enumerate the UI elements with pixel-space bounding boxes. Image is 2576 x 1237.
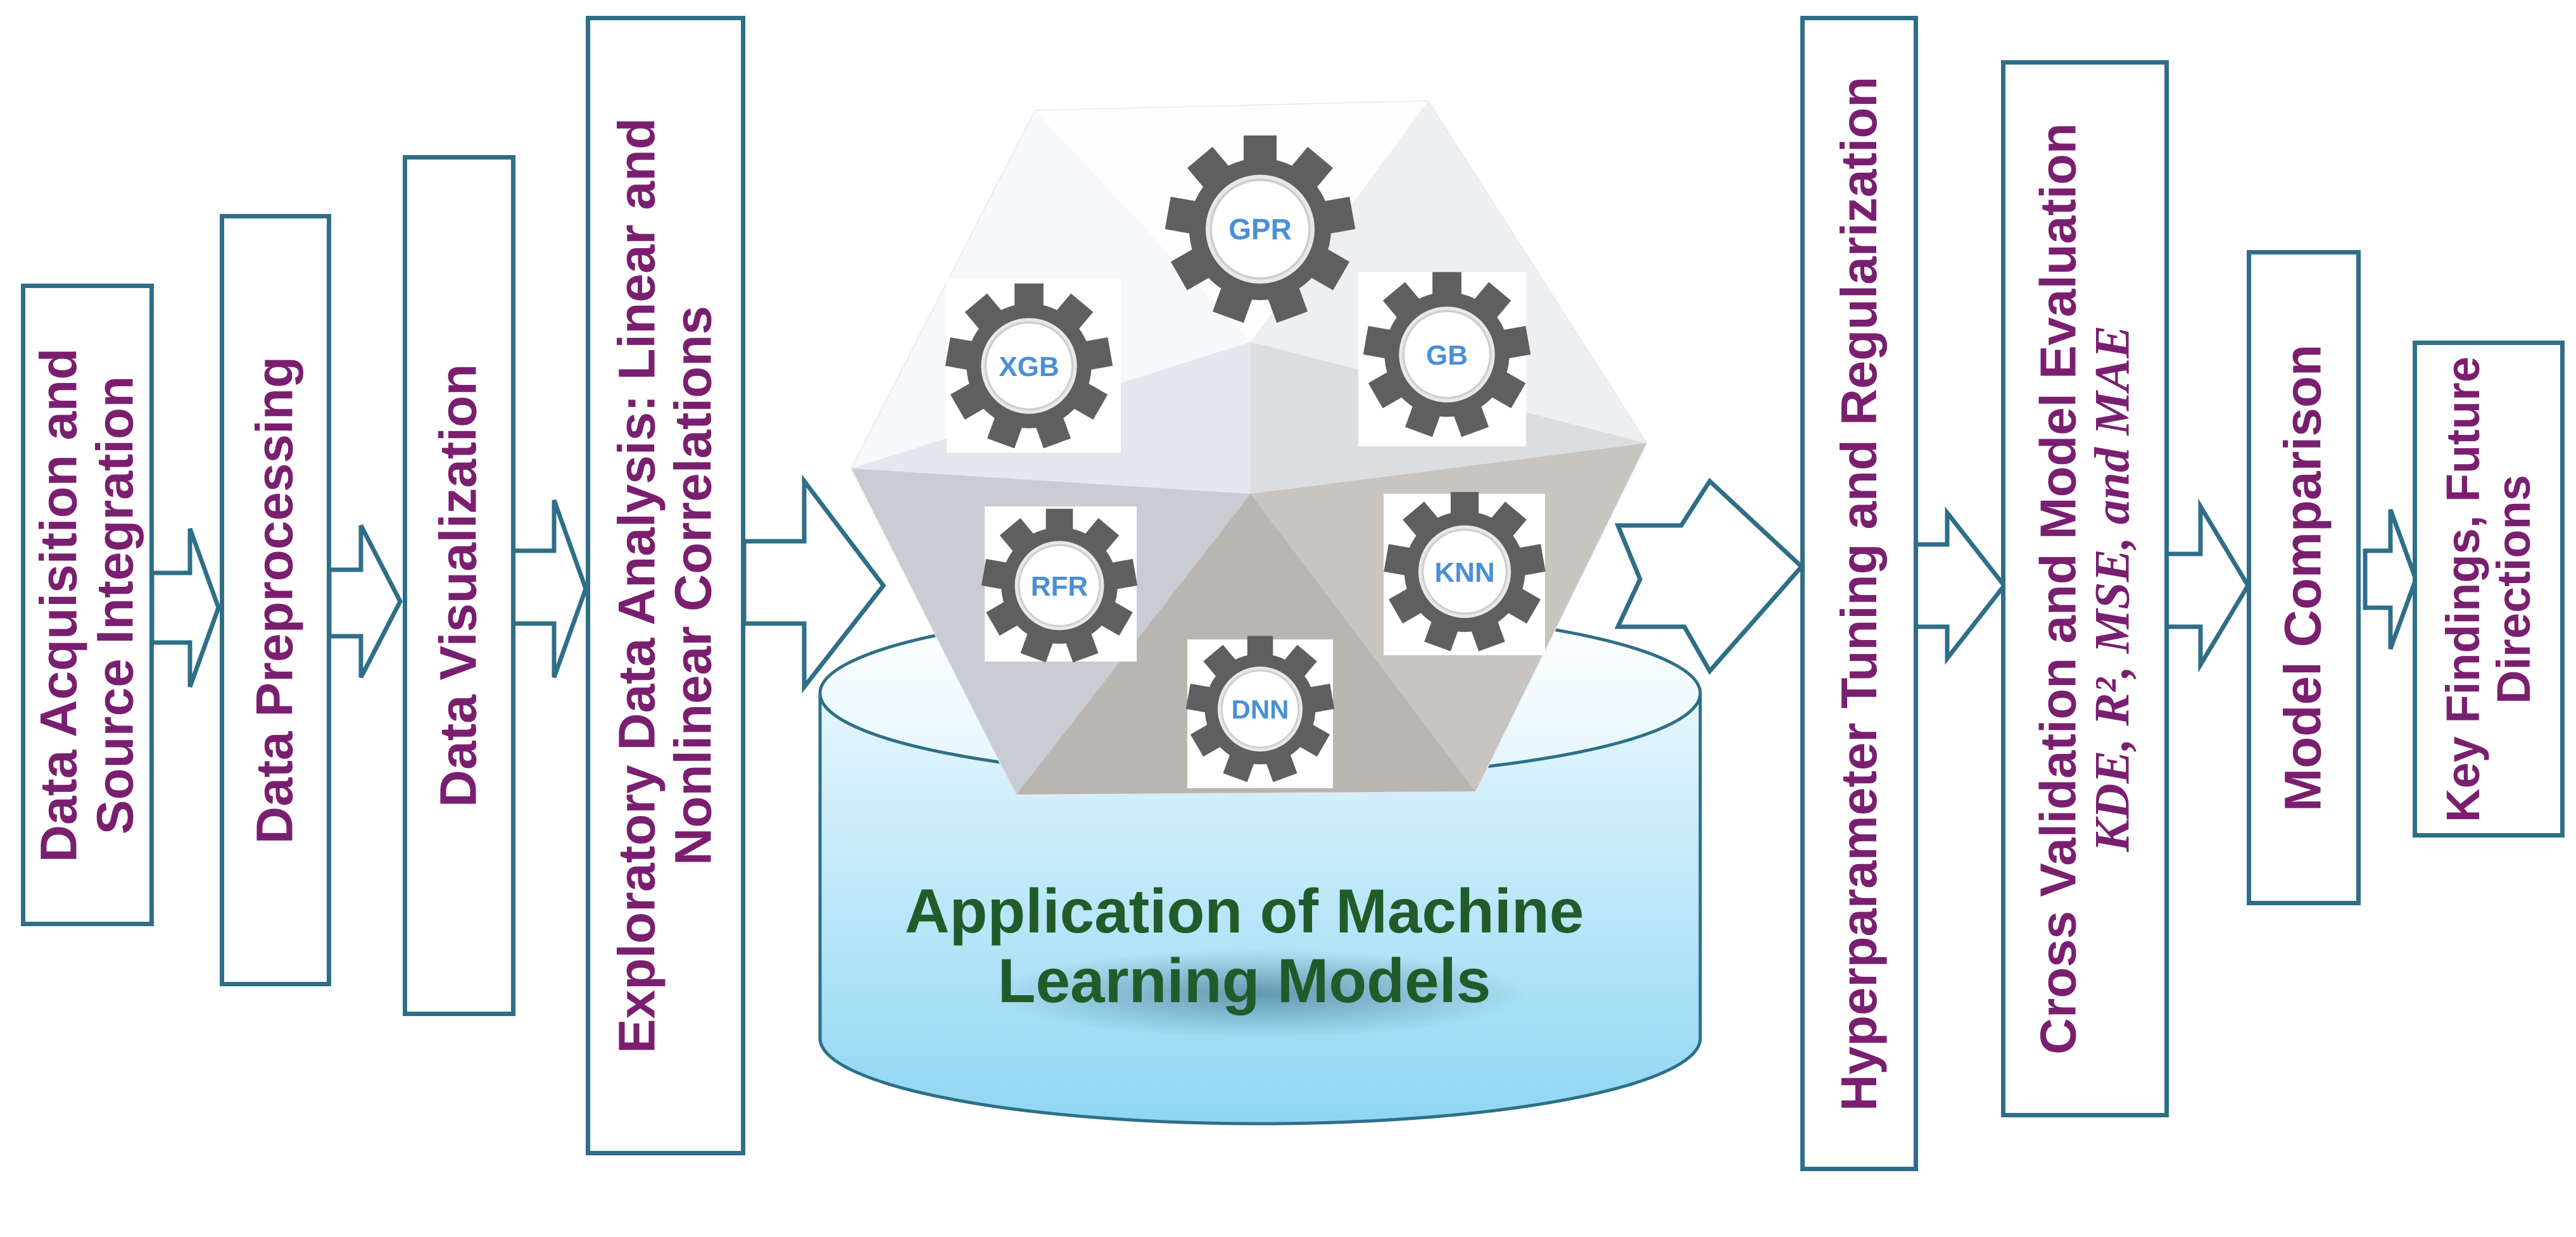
flow-arrows: [149, 474, 2418, 694]
model-label-rfr: RFR: [1031, 571, 1088, 602]
step-label: Cross Validation and Model Evaluation: [2030, 123, 2087, 1055]
step-label: Hyperparameter Tuning and Regularization: [1830, 76, 1887, 1111]
step-data-preprocessing: Data Preprocessing: [220, 214, 331, 986]
model-label-knn: KNN: [1434, 557, 1494, 588]
center-title-line: Learning Models: [997, 945, 1491, 1015]
arrow-right-icon: [742, 474, 887, 694]
step-label: Data Visualization: [429, 363, 488, 808]
step-data-visualization: Data Visualization: [403, 155, 515, 1016]
arrow-right-icon: [1614, 477, 1805, 675]
step-cross-validation: Cross Validation and Model Evaluation KD…: [2001, 60, 2169, 1117]
step-key-findings: Key Findings, Future Directions: [2413, 341, 2565, 838]
step-data-acquisition: Data Acquisition and Source Integration: [21, 284, 154, 926]
step-label: Data Acquisition and: [30, 348, 88, 862]
step-label: Model Comparison: [2274, 344, 2332, 812]
step-label: Data Preprocessing: [246, 356, 304, 845]
arrow-right-icon: [2163, 498, 2251, 673]
model-label-xgb: XGB: [999, 351, 1059, 382]
step-label: Key Findings, Future: [2437, 356, 2490, 822]
step-hyperparameter-tuning: Hyperparameter Tuning and Regularization: [1800, 16, 1918, 1171]
model-label-gpr: GPR: [1228, 213, 1292, 246]
arrow-right-icon: [1913, 506, 2007, 665]
step-label: Exploratory Data Analysis: Linear and: [608, 118, 666, 1053]
arrow-right-icon: [149, 527, 221, 688]
evaluation-metrics: KDE, R², MSE, and MAE: [2084, 325, 2140, 852]
model-label-gb: GB: [1426, 340, 1468, 371]
step-exploratory-analysis: Exploratory Data Analysis: Linear and No…: [586, 16, 745, 1155]
model-label-dnn: DNN: [1232, 694, 1289, 724]
step-model-comparison: Model Comparison: [2247, 250, 2361, 905]
center-title: Application of Machine Learning Models: [823, 876, 1665, 1016]
center-title-line: Application of Machine: [904, 876, 1584, 946]
arrow-right-icon: [2363, 508, 2418, 650]
arrow-right-icon: [507, 499, 588, 679]
step-label: Source Integration: [86, 375, 144, 834]
step-label: Nonlinear Correlations: [664, 306, 722, 865]
model-gears: GPR XGB GB RFR KNN DNN: [944, 134, 1547, 788]
arrow-right-icon: [327, 524, 403, 679]
step-label: Directions: [2487, 474, 2540, 704]
